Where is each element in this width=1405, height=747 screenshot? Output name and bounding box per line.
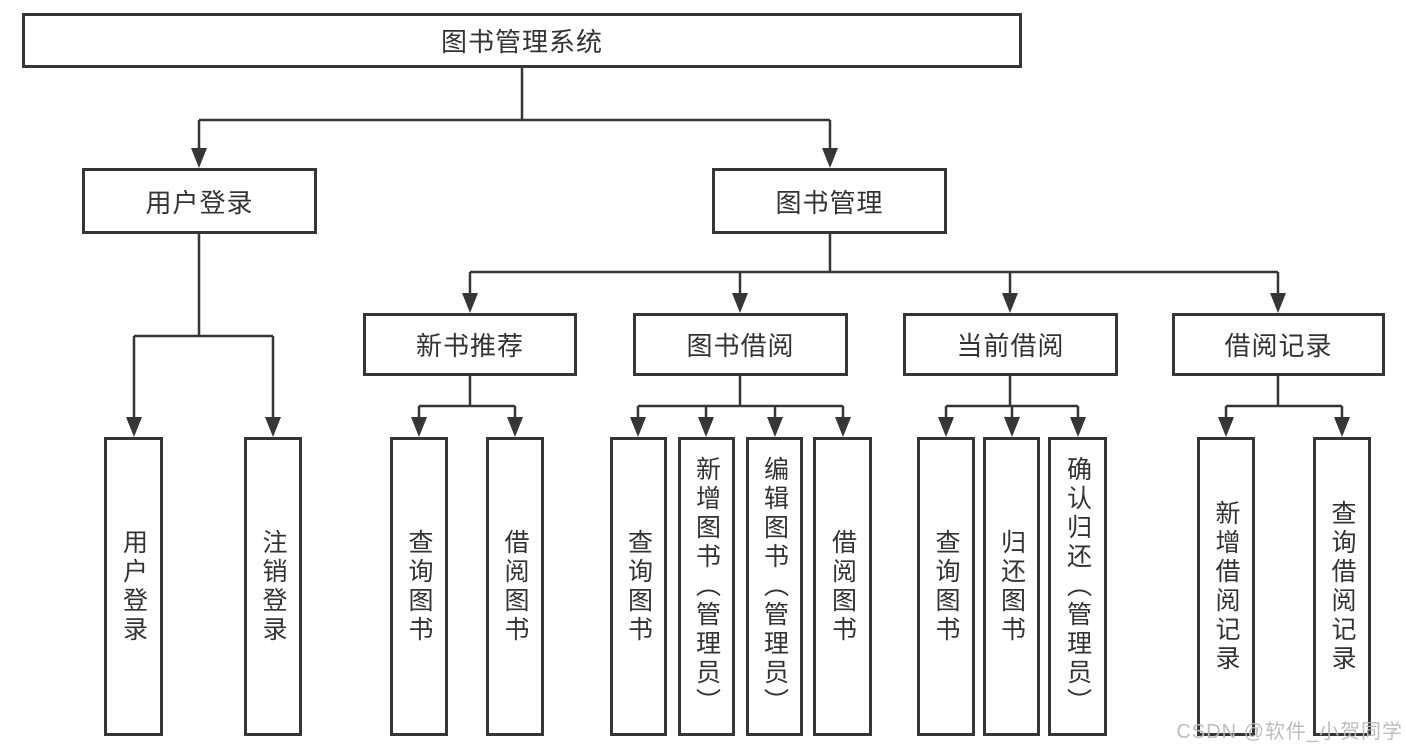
connectors-root: [191, 68, 838, 168]
leaf-add-borrow-record: 新增借阅记录: [1197, 437, 1255, 736]
leaf-query-borrow-record: 查询借阅记录: [1313, 437, 1371, 736]
arrow-down-icon: [462, 293, 478, 313]
connectors-book-management: [462, 234, 1286, 313]
leaf-label: 查询借阅记录: [1328, 499, 1356, 674]
leaf-user-login: 用户登录: [104, 437, 163, 736]
arrow-down-icon: [630, 417, 646, 437]
leaf-borrow-books: 借阅图书: [813, 437, 872, 736]
leaf-label: 查询图书: [624, 528, 653, 645]
leaf-label: 用户登录: [119, 528, 148, 645]
node-borrow-records: 借阅记录: [1172, 313, 1385, 376]
arrow-down-icon: [265, 417, 281, 437]
node-label: 新书推荐: [415, 331, 524, 361]
node-book-borrow: 图书借阅: [633, 313, 848, 376]
leaf-label: 归还图书: [997, 528, 1026, 645]
arrow-down-icon: [1004, 417, 1020, 437]
leaf-label: 查询图书: [405, 528, 433, 645]
connectors-new-book-recommend: [411, 376, 523, 437]
arrow-down-icon: [1070, 417, 1086, 437]
arrow-down-icon: [191, 148, 207, 168]
arrow-down-icon: [938, 417, 954, 437]
node-label: 图书管理: [775, 187, 884, 218]
arrow-down-icon: [1002, 293, 1018, 313]
node-user-login: 用户登录: [82, 168, 317, 234]
leaf-add-book-admin: 新增图书（管理员）: [678, 437, 735, 736]
leaf-label: 借阅图书: [828, 528, 857, 645]
node-current-borrow: 当前借阅: [903, 313, 1118, 376]
arrow-down-icon: [767, 417, 783, 437]
arrow-down-icon: [126, 417, 142, 437]
leaf-label: 新增借阅记录: [1212, 499, 1240, 674]
leaf-label: 注销登录: [259, 528, 287, 645]
leaf-confirm-return-admin: 确认归还（管理员）: [1048, 437, 1107, 736]
connectors-current-borrow: [938, 376, 1086, 437]
leaf-query-books-borrow: 查询图书: [610, 437, 667, 736]
arrow-down-icon: [698, 417, 714, 437]
leaf-return-books: 归还图书: [983, 437, 1040, 736]
leaf-query-books-current: 查询图书: [917, 437, 975, 736]
arrow-down-icon: [507, 417, 523, 437]
leaf-borrow-books-recommend: 借阅图书: [486, 437, 544, 736]
leaf-label: 新增图书（管理员）: [692, 456, 721, 717]
watermark: CSDN @软件_小贺同学: [1176, 721, 1403, 743]
leaf-label: 确认归还（管理员）: [1063, 456, 1092, 717]
node-new-book-recommend: 新书推荐: [363, 313, 577, 376]
node-label: 图书借阅: [686, 331, 795, 361]
leaf-query-books-recommend: 查询图书: [390, 437, 448, 736]
leaf-edit-book-admin: 编辑图书（管理员）: [746, 437, 803, 736]
leaf-label: 编辑图书（管理员）: [760, 456, 789, 717]
arrow-down-icon: [822, 148, 838, 168]
leaf-label: 借阅图书: [501, 528, 529, 645]
arrow-down-icon: [1218, 417, 1234, 437]
leaf-label: 查询图书: [932, 528, 960, 645]
node-book-management: 图书管理: [712, 168, 947, 234]
arrow-down-icon: [411, 417, 427, 437]
node-label: 图书管理系统: [440, 27, 603, 57]
node-label: 借阅记录: [1224, 331, 1333, 361]
connectors-book-borrow: [630, 376, 851, 437]
node-label: 用户登录: [145, 187, 254, 218]
arrow-down-icon: [732, 293, 748, 313]
arrow-down-icon: [1270, 293, 1286, 313]
node-label: 当前借阅: [956, 331, 1065, 361]
arrow-down-icon: [835, 417, 851, 437]
connectors-borrow-records: [1218, 376, 1350, 437]
connectors-user-login: [126, 234, 281, 437]
leaf-logout: 注销登录: [244, 437, 302, 736]
arrow-down-icon: [1334, 417, 1350, 437]
node-library-system: 图书管理系统: [22, 13, 1022, 68]
